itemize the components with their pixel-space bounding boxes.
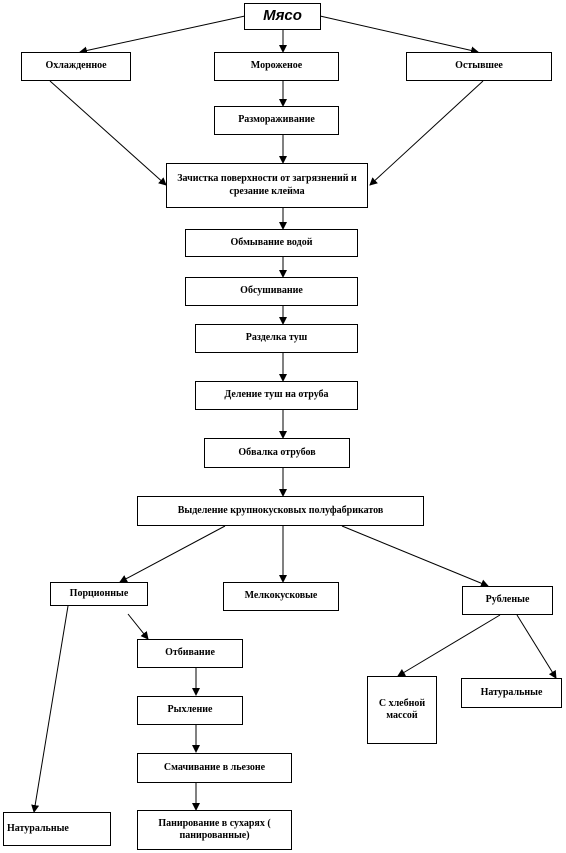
drying-node: Обсушивание [185,277,358,306]
meat-node: Мясо [244,3,321,30]
loosening-node: Рыхление [137,696,243,725]
washing-node: Обмывание водой [185,229,358,257]
large-pieces-node: Выделение крупнокусковых полуфабрикатов [137,496,424,526]
arrow-chopped-to-breadmass [397,614,501,677]
cutting-node: Разделка туш [195,324,358,353]
bread-mass-node: С хлебной массой [367,676,437,744]
arrow-cooled-to-cleaning [369,80,484,186]
portioned-node: Порционные [50,582,148,606]
cooled-node: Остывшее [406,52,552,81]
cleaning-node: Зачистка поверхности от загрязнений и ср… [166,163,368,208]
arrow-meat-to-chilled [79,15,246,55]
arrow-meat-to-cooled [319,15,479,55]
chopped-node: Рубленые [462,586,553,615]
arrow-large-to-chopped [341,525,489,588]
dividing-node: Деление туш на отруба [195,381,358,410]
arrow-portioned-to-beating [127,613,149,640]
breading-node: Панирование в сухарях ( панированные) [137,810,292,850]
arrow-chopped-to-natural [516,614,557,679]
thawing-node: Размораживание [214,106,339,135]
arrow-large-to-portioned [119,525,226,583]
arrow-portioned-to-natural [31,605,69,813]
beating-node: Отбивание [137,639,243,668]
natural-left-node: Натуральные [3,812,111,846]
frozen-node: Мороженое [214,52,339,81]
natural-right-node: Натуральные [461,678,562,708]
small-pieces-node: Мелкокусковые [223,582,339,611]
egg-wetting-node: Смачивание в льезоне [137,753,292,783]
arrow-chilled-to-cleaning [49,80,167,186]
deboning-node: Обвалка отрубов [204,438,350,468]
chilled-node: Охлажденное [21,52,131,81]
